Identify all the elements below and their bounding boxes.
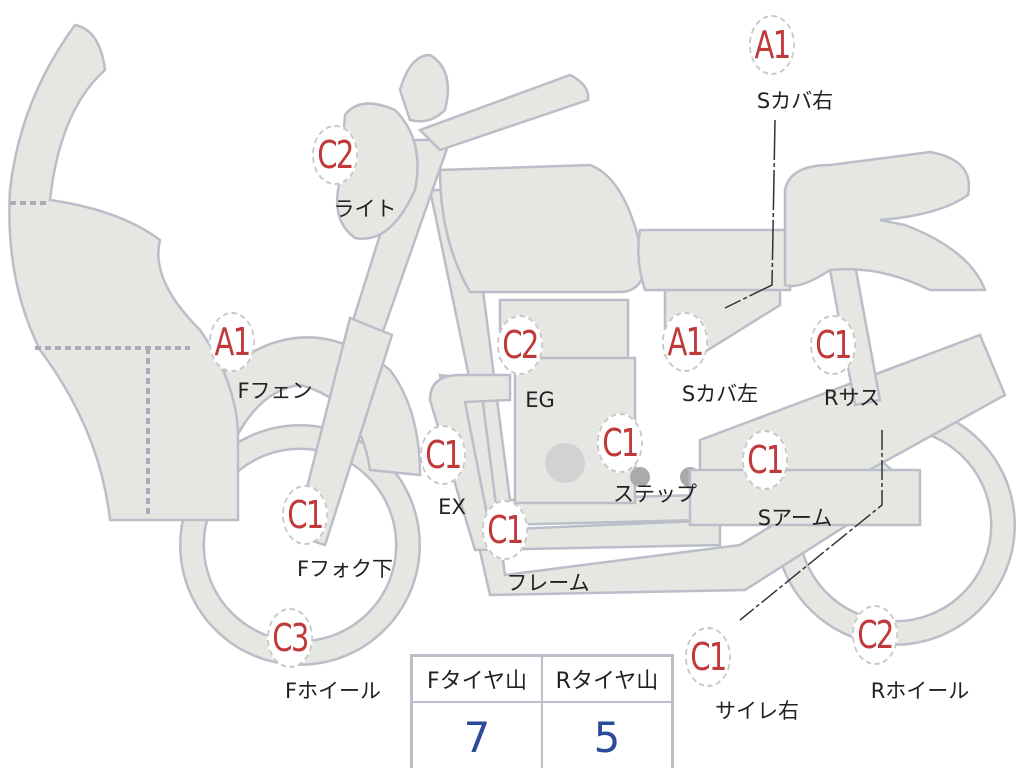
- label-silencer-right: サイレ右: [715, 699, 799, 723]
- front-tire-value: 7: [410, 701, 543, 768]
- front-tire-header: Fタイヤ山: [410, 654, 543, 703]
- grade-badge-swing-arm: C1: [742, 430, 788, 490]
- label-step: ステップ: [613, 482, 697, 506]
- grade-badge-frame: C1: [482, 500, 528, 560]
- label-front-wheel: Fホイール: [284, 679, 382, 703]
- grade-badge-rear-suspension: C1: [810, 315, 856, 375]
- label-engine: EG: [525, 388, 555, 412]
- rear-tire-value: 5: [541, 701, 674, 768]
- tail-cover: [637, 228, 792, 292]
- headlight: [335, 102, 419, 241]
- fuel-tank: [438, 163, 647, 294]
- label-front-fender: Fフェン: [237, 379, 313, 403]
- grade-badge-light: C2: [312, 125, 358, 185]
- grade-badge-silencer-right: C1: [685, 627, 731, 687]
- grade-badge-exhaust: C1: [420, 425, 466, 485]
- label-swing-arm: Sアーム: [757, 506, 833, 530]
- grade-badge-step: C1: [597, 413, 643, 473]
- fairing: [8, 23, 240, 522]
- label-frame: フレーム: [506, 571, 590, 595]
- label-exhaust: EX: [438, 495, 466, 519]
- label-side-cover-right: Sカバ右: [756, 89, 834, 113]
- fork-lower: [293, 316, 394, 547]
- label-front-fork-lower: Fフォク下: [296, 557, 394, 581]
- label-rear-suspension: Rサス: [823, 386, 881, 410]
- seat: [783, 150, 987, 292]
- grade-badge-front-wheel: C3: [267, 608, 313, 668]
- handlebar: [417, 73, 590, 152]
- grade-badge-side-cover-left: A1: [662, 312, 708, 372]
- mirror: [398, 53, 450, 123]
- rear-tire-header: Rタイヤ山: [541, 654, 674, 703]
- grade-badge-rear-wheel: C2: [852, 605, 898, 665]
- label-side-cover-left: Sカバ左: [681, 382, 759, 406]
- tire-tread-table: Fタイヤ山 Rタイヤ山 7 5: [410, 654, 674, 768]
- grade-badge-front-fender: A1: [209, 312, 255, 372]
- label-rear-wheel: Rホイール: [870, 679, 970, 703]
- label-light: ライト: [333, 197, 397, 221]
- grade-badge-side-cover-right: A1: [749, 15, 795, 75]
- grade-badge-engine: C2: [497, 315, 543, 375]
- grade-badge-front-fork-lower: C1: [282, 485, 328, 545]
